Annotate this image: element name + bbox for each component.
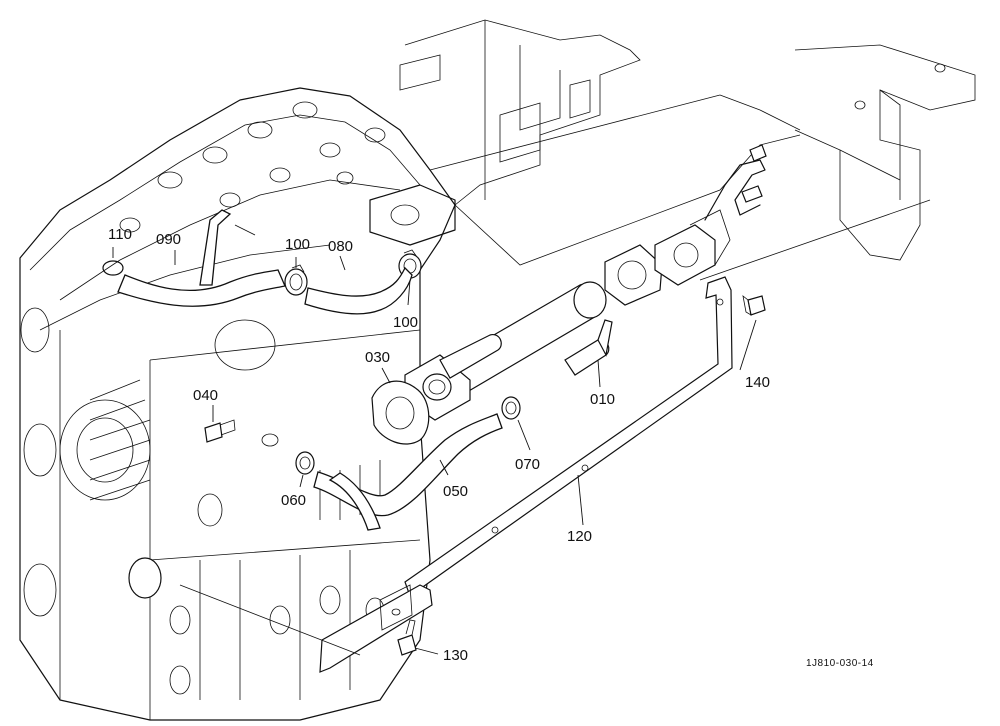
frame-bracket — [399, 19, 976, 266]
callout-110: 110 — [108, 226, 132, 243]
callout-120: 120 — [567, 528, 592, 545]
gasket-upper — [604, 244, 663, 306]
callout-060: 060 — [281, 492, 306, 509]
gasket-030 — [371, 380, 430, 445]
leader-lines — [112, 94, 931, 656]
callout-070: 070 — [515, 456, 540, 473]
o-ring-110 — [102, 260, 124, 276]
callout-030: 030 — [365, 349, 390, 366]
egr-cooler-010 — [404, 281, 613, 421]
callout-010: 010 — [590, 391, 615, 408]
callout-100-lower: 100 — [393, 314, 418, 331]
hose-050 — [313, 413, 503, 517]
callout-090: 090 — [156, 231, 181, 248]
bolt-040 — [204, 419, 236, 443]
callout-080: 080 — [328, 238, 353, 255]
callout-100-upper: 100 — [285, 236, 310, 253]
flange-pipe — [654, 224, 716, 286]
engine-block — [19, 87, 456, 721]
bolt-140 — [742, 295, 766, 316]
callout-140: 140 — [745, 374, 770, 391]
callout-labels: 110 090 100 080 100 030 040 010 140 070 … — [108, 226, 874, 669]
clamp-060 — [295, 451, 315, 475]
callout-050: 050 — [443, 483, 468, 500]
drawing-code: 1J810-030-14 — [806, 658, 874, 669]
hose-090 — [117, 209, 286, 307]
hose-080 — [304, 266, 413, 315]
bolt-130 — [397, 619, 417, 656]
callout-130: 130 — [443, 647, 468, 664]
callout-040: 040 — [193, 387, 218, 404]
clamp-070 — [501, 396, 521, 420]
clamp-100-lower — [284, 264, 308, 296]
